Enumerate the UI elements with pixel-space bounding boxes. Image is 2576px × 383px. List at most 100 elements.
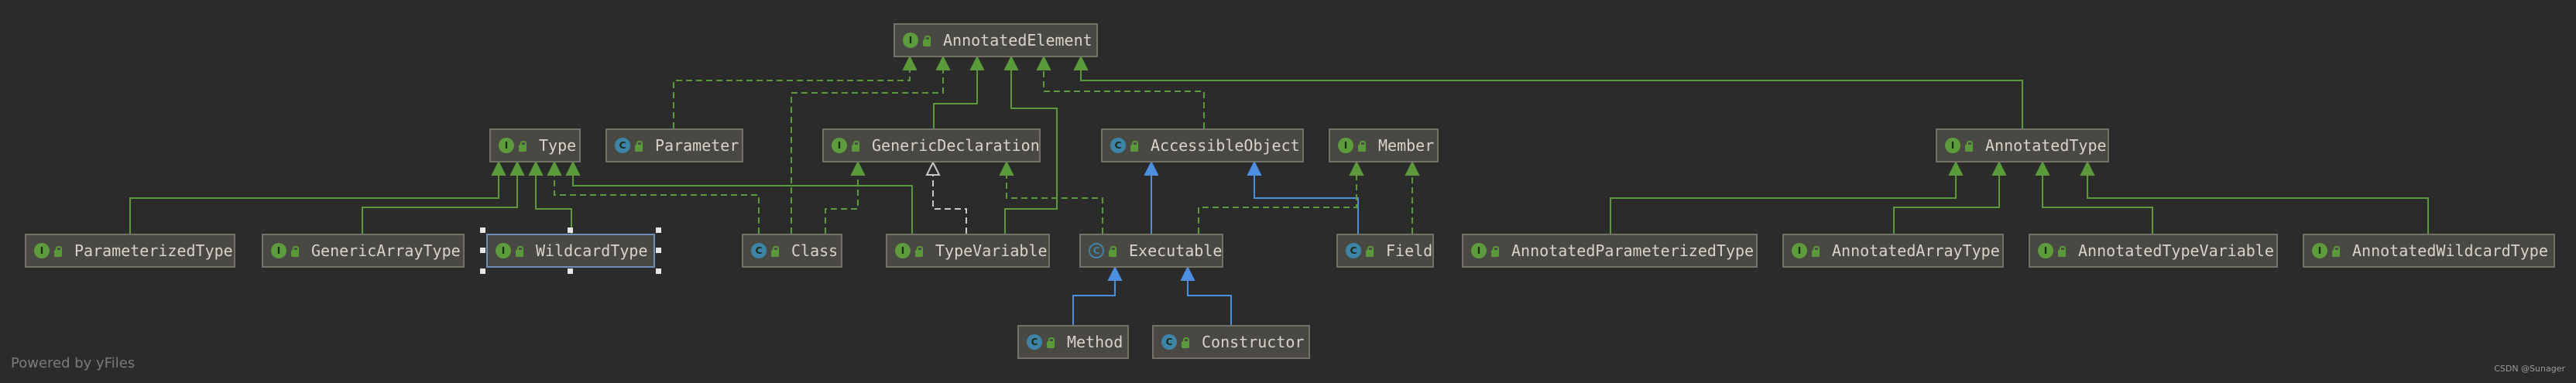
public-lock-icon: [1182, 337, 1189, 348]
edge-AccessibleObject-to-AnnotatedElement: [1036, 55, 1205, 128]
arrowhead: [2080, 160, 2095, 176]
arrowhead: [925, 160, 941, 176]
edge-Parameter-to-AnnotatedElement: [673, 55, 918, 128]
class-icon: C: [1346, 243, 1361, 258]
node-label: AnnotatedParameterizedType: [1511, 241, 1754, 260]
node-Parameter[interactable]: C Parameter: [605, 128, 743, 162]
interface-icon: I: [832, 138, 847, 153]
interface-icon: I: [2312, 243, 2327, 258]
arrowhead: [2035, 160, 2050, 176]
interface-icon: I: [2038, 243, 2053, 258]
class-icon: C: [615, 138, 630, 153]
selection-handle[interactable]: [480, 227, 485, 233]
class-icon: C: [1161, 334, 1177, 350]
abstract-class-icon: C: [1089, 243, 1104, 258]
node-GenericDeclaration[interactable]: I GenericDeclaration: [822, 128, 1041, 162]
node-label: GenericDeclaration: [872, 136, 1040, 155]
node-label: TypeVariable: [935, 241, 1048, 260]
public-lock-icon: [1366, 245, 1374, 257]
public-lock-icon: [923, 35, 931, 46]
interface-icon: I: [496, 243, 511, 258]
node-label: Parameter: [655, 136, 739, 155]
node-Constructor[interactable]: C Constructor: [1152, 325, 1310, 359]
selection-handle[interactable]: [656, 227, 661, 233]
interface-icon: I: [499, 138, 514, 153]
interface-icon: I: [34, 243, 50, 258]
node-label: AnnotatedType: [1985, 136, 2107, 155]
selection-handle[interactable]: [568, 268, 573, 274]
selection-handle[interactable]: [480, 248, 485, 253]
public-lock-icon: [1109, 245, 1116, 257]
edge-Class-to-Type: [547, 160, 760, 234]
selection-handle[interactable]: [656, 248, 661, 253]
edge-TypeVariable-to-GenericDeclaration: [925, 160, 967, 234]
node-AnnotatedParameterizedType[interactable]: I AnnotatedParameterizedType: [1462, 234, 1758, 268]
arrowhead: [1247, 160, 1262, 176]
edge-Executable-to-AccessibleObject: [1144, 160, 1159, 234]
edge-Class-to-AnnotatedElement: [791, 55, 951, 234]
arrowhead: [1036, 55, 1051, 70]
class-icon: C: [751, 243, 767, 258]
edge-Method-to-Executable: [1072, 265, 1123, 325]
node-Field[interactable]: C Field: [1336, 234, 1434, 268]
node-label: Field: [1386, 241, 1433, 260]
interface-icon: I: [1471, 243, 1487, 258]
interface-icon: I: [1945, 138, 1960, 153]
node-label: Constructor: [1202, 333, 1305, 351]
node-label: Method: [1067, 333, 1123, 351]
public-lock-icon: [1130, 140, 1138, 152]
edge-GenericArrayType-to-Type: [362, 160, 525, 234]
node-AccessibleObject[interactable]: C AccessibleObject: [1101, 128, 1304, 162]
arrowhead: [1073, 55, 1089, 70]
public-lock-icon: [771, 245, 779, 257]
node-label: AccessibleObject: [1151, 136, 1300, 155]
public-lock-icon: [2332, 245, 2340, 257]
node-AnnotatedArrayType[interactable]: I AnnotatedArrayType: [1782, 234, 2004, 268]
edge-GenericDeclaration-to-AnnotatedElement: [933, 55, 985, 128]
public-lock-icon: [915, 245, 923, 257]
arrowhead: [1405, 160, 1420, 176]
node-label: AnnotatedElement: [943, 31, 1092, 50]
selection-handle[interactable]: [480, 268, 485, 274]
arrowhead: [850, 160, 866, 176]
public-lock-icon: [291, 245, 299, 257]
edge-Class-to-GenericDeclaration: [825, 160, 866, 234]
node-AnnotatedElement[interactable]: I AnnotatedElement: [894, 23, 1098, 57]
arrowhead: [1107, 265, 1123, 281]
public-lock-icon: [1047, 337, 1055, 348]
node-AnnotatedType[interactable]: I AnnotatedType: [1936, 128, 2109, 162]
arrowhead: [1144, 160, 1159, 176]
public-lock-icon: [519, 140, 527, 152]
interface-icon: I: [1338, 138, 1353, 153]
edge-TypeVariable-to-AnnotatedElement: [1003, 55, 1058, 234]
node-label: AnnotatedArrayType: [1832, 241, 2000, 260]
interface-icon: I: [903, 32, 918, 48]
node-Type[interactable]: I Type: [489, 128, 581, 162]
arrowhead: [999, 160, 1014, 176]
node-label: Executable: [1129, 241, 1223, 260]
node-Executable[interactable]: C Executable: [1079, 234, 1223, 268]
public-lock-icon: [1491, 245, 1499, 257]
public-lock-icon: [1358, 140, 1366, 152]
edge-Constructor-to-Executable: [1180, 265, 1232, 325]
class-icon: C: [1110, 138, 1126, 153]
interface-icon: I: [1792, 243, 1807, 258]
edge-ParameterizedType-to-Type: [129, 160, 506, 234]
edge-Executable-to-GenericDeclaration: [999, 160, 1103, 234]
selection-handle[interactable]: [656, 268, 661, 274]
arrowhead: [1991, 160, 2007, 176]
selection-handle[interactable]: [568, 227, 573, 233]
public-lock-icon: [1812, 245, 1820, 257]
node-label: AnnotatedWildcardType: [2352, 241, 2548, 260]
node-label: Type: [539, 136, 577, 155]
node-AnnotatedWildcardType[interactable]: I AnnotatedWildcardType: [2303, 234, 2555, 268]
